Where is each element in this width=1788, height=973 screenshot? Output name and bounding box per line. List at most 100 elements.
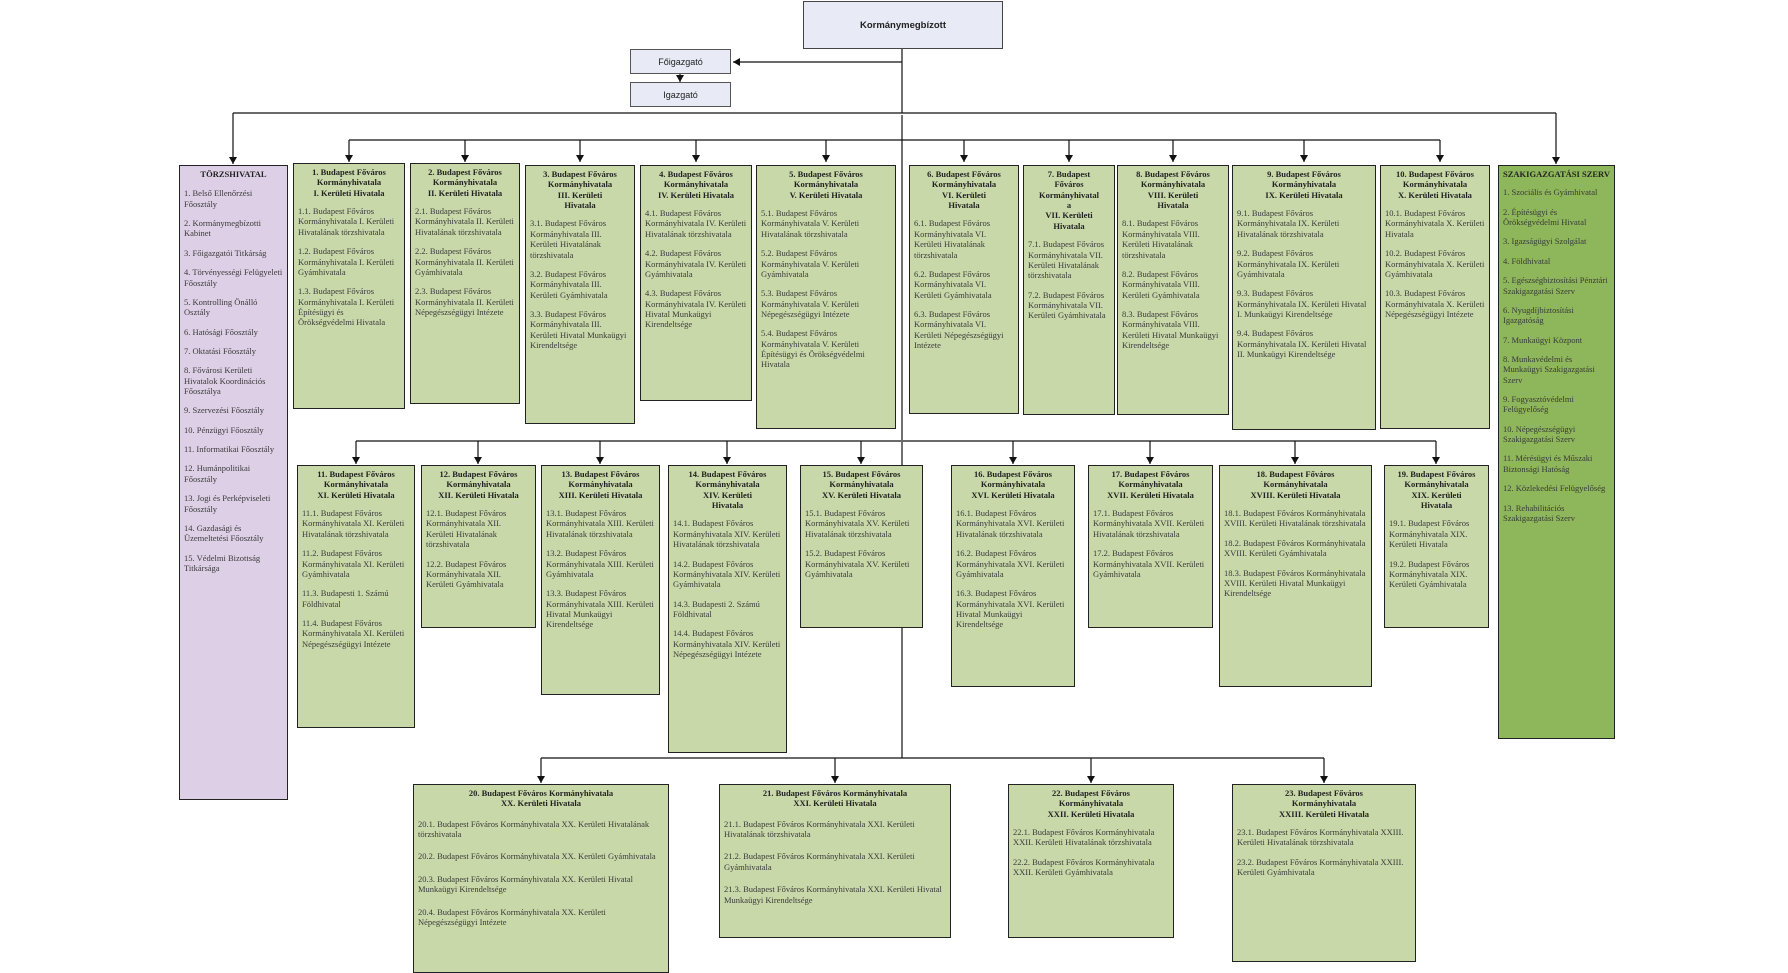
list-item: 21.3. Budapest Főváros Kormányhivatala X…: [724, 884, 942, 905]
szakigazgatasi-box[interactable]: SZAKIGAZGATÁSI SZERV 1. Szociális és Gyá…: [1498, 165, 1615, 739]
list-item: 9.4. Budapest Főváros Kormányhivatala IX…: [1237, 328, 1367, 360]
district-office-13[interactable]: 13. Budapest Főváros Kormányhivatala XII…: [541, 465, 660, 695]
list-item: 8. Fővárosi Kerületi Hivatalok Koordinác…: [184, 365, 266, 397]
list-item: 5. Egészségbiztosítási Pénztári Szakigaz…: [1503, 275, 1608, 296]
list-item: 12.1. Budapest Főváros Kormányhivatala X…: [426, 508, 507, 550]
list-item: 5.4. Budapest Főváros Kormányhivatala V.…: [761, 328, 865, 370]
district-office-2[interactable]: 2. Budapest Főváros Kormányhivatala II. …: [410, 163, 520, 404]
list-item: 11. Mérésügyi és Műszaki Biztonsági Ható…: [1503, 453, 1593, 474]
list-item: 14.1. Budapest Főváros Kormányhivatala X…: [673, 518, 781, 550]
district-office-14[interactable]: 14. Budapest Főváros Kormányhivatala XIV…: [668, 465, 787, 753]
director-general-box[interactable]: Főigazgató: [630, 49, 731, 74]
arrowhead-icon: [1320, 776, 1328, 783]
district-office-8[interactable]: 8. Budapest Főváros Kormányhivatala VIII…: [1117, 165, 1229, 415]
district-office-title: 9. Budapest Főváros Kormányhivatala IX. …: [1265, 169, 1343, 200]
list-item: 22.1. Budapest Főváros Kormányhivatala X…: [1013, 827, 1155, 848]
arrowhead-icon: [1169, 155, 1177, 162]
district-office-17[interactable]: 17. Budapest Főváros Kormányhivatala XVI…: [1088, 465, 1213, 628]
list-item: 14.3. Budapesti 2. Számú Földhivatal: [673, 598, 760, 619]
district-office-title: 21. Budapest Főváros Kormányhivatala XXI…: [762, 788, 908, 809]
list-item: 10.1. Budapest Főváros Kormányhivatala X…: [1385, 208, 1485, 239]
arrowhead-icon: [1146, 457, 1154, 464]
arrowhead-icon: [692, 155, 700, 162]
district-office-11[interactable]: 11. Budapest Főváros Kormányhivatala XI.…: [297, 465, 415, 728]
list-item: 20.3. Budapest Főváros Kormányhivatala X…: [418, 873, 634, 895]
district-office-title: 6. Budapest Főváros Kormányhivatala VI. …: [927, 169, 1001, 211]
district-office-20[interactable]: 20. Budapest Főváros Kormányhivatala XX.…: [413, 784, 669, 973]
arrowhead-icon: [1087, 776, 1095, 783]
list-item: 12. Közlekedési Felügyelőség: [1503, 483, 1606, 494]
director-general-label: Főigazgató: [658, 56, 703, 67]
list-item: 4. Földhivatal: [1503, 255, 1551, 266]
list-item: 19.1. Budapest Főváros Kormányhivatala X…: [1389, 518, 1470, 550]
arrowhead-icon: [229, 157, 237, 164]
district-office-9[interactable]: 9. Budapest Főváros Kormányhivatala IX. …: [1232, 165, 1376, 430]
district-office-21[interactable]: 21. Budapest Főváros Kormányhivatala XXI…: [719, 784, 951, 938]
district-office-7[interactable]: 7. Budapest Főváros Kormányhivatal a VII…: [1023, 165, 1115, 415]
district-office-19[interactable]: 19. Budapest Főváros Kormányhivatala XIX…: [1384, 465, 1489, 628]
list-item: 6.3. Budapest Főváros Kormányhivatala VI…: [914, 308, 1004, 351]
district-office-23[interactable]: 23. Budapest Főváros Kormányhivatala XXI…: [1232, 784, 1416, 962]
commissioner-box[interactable]: Kormánymegbízott: [803, 1, 1003, 49]
list-item: 15.1. Budapest Főváros Kormányhivatala X…: [805, 508, 910, 539]
district-office-title: 7. Budapest Főváros Kormányhivatal a VII…: [1039, 169, 1099, 231]
arrowhead-icon: [960, 155, 968, 162]
list-item: 9.1. Budapest Főváros Kormányhivatala IX…: [1237, 208, 1340, 239]
list-item: 5.3. Budapest Főváros Kormányhivatala V.…: [761, 288, 860, 319]
list-item: 11.4. Budapest Főváros Kormányhivatala X…: [302, 617, 405, 649]
district-office-15[interactable]: 15. Budapest Főváros Kormányhivatala XV.…: [800, 465, 923, 628]
list-item: 6.1. Budapest Főváros Kormányhivatala VI…: [914, 218, 991, 260]
district-office-title: 4. Budapest Főváros Kormányhivatala IV. …: [657, 169, 735, 200]
list-item: 10. Népegészségügyi Szakigazgatási Szerv: [1503, 423, 1576, 445]
torzshivatal-box[interactable]: TÖRZSHIVATAL 1. Belső Ellenőrzési Főoszt…: [179, 165, 288, 800]
district-office-18[interactable]: 18. Budapest Főváros Kormányhivatala XVI…: [1219, 465, 1372, 687]
director-box[interactable]: Igazgató: [630, 82, 731, 107]
list-item: 13.3. Budapest Főváros Kormányhivatala X…: [546, 588, 654, 630]
list-item: 13.1. Budapest Főváros Kormányhivatala X…: [546, 508, 654, 539]
list-item: 11. Informatikai Főosztály: [184, 444, 275, 455]
arrowhead-icon: [1300, 155, 1308, 162]
list-item: 4.1. Budapest Főváros Kormányhivatala IV…: [645, 208, 747, 239]
list-item: 13. Rehabilitációs Szakigazgatási Szerv: [1503, 502, 1575, 523]
district-office-16[interactable]: 16. Budapest Főváros Kormányhivatala XVI…: [951, 465, 1075, 687]
arrowhead-icon: [723, 457, 731, 464]
district-office-6[interactable]: 6. Budapest Főváros Kormányhivatala VI. …: [909, 165, 1019, 414]
list-item: 23.2. Budapest Főváros Kormányhivatala X…: [1237, 856, 1404, 878]
district-office-12[interactable]: 12. Budapest Főváros Kormányhivatala XII…: [421, 465, 536, 628]
district-office-4[interactable]: 4. Budapest Főváros Kormányhivatala IV. …: [640, 165, 752, 401]
list-item: 9.3. Budapest Főváros Kormányhivatala IX…: [1237, 288, 1367, 319]
district-office-22[interactable]: 22. Budapest Főváros Kormányhivatala XXI…: [1008, 784, 1174, 938]
district-office-3[interactable]: 3. Budapest Főváros Kormányhivatala III.…: [525, 165, 635, 424]
list-item: 14.2. Budapest Főváros Kormányhivatala X…: [673, 558, 781, 590]
district-office-title: 17. Budapest Főváros Kormányhivatala XVI…: [1107, 469, 1194, 500]
arrowhead-icon: [1291, 457, 1299, 464]
list-item: 1.2. Budapest Főváros Kormányhivatala I.…: [298, 246, 395, 277]
list-item: 2.2. Budapest Főváros Kormányhivatala II…: [415, 246, 514, 277]
arrowhead-icon: [1009, 457, 1017, 464]
district-office-title: 16. Budapest Főváros Kormányhivatala XVI…: [971, 469, 1055, 500]
list-item: 18.1. Budapest Főváros Kormányhivatala X…: [1224, 508, 1366, 529]
district-office-5[interactable]: 5. Budapest Főváros Kormányhivatala V. K…: [756, 165, 896, 429]
list-item: 11.1. Budapest Főváros Kormányhivatala X…: [302, 508, 405, 539]
list-item: 16.2. Budapest Főváros Kormányhivatala X…: [956, 548, 1065, 579]
district-office-title: 12. Budapest Főváros Kormányhivatala XII…: [438, 469, 519, 500]
list-item: 8.1. Budapest Főváros Kormányhivatala VI…: [1122, 218, 1200, 260]
list-item: 11.2. Budapest Főváros Kormányhivatala X…: [302, 548, 405, 579]
district-office-1[interactable]: 1. Budapest Főváros Kormányhivatala I. K…: [293, 163, 405, 409]
list-item: 6. Hatósági Főosztály: [184, 326, 258, 337]
district-office-title: 15. Budapest Főváros Kormányhivatala XV.…: [822, 469, 901, 500]
arrowhead-icon: [352, 457, 360, 464]
arrowhead-icon: [857, 457, 865, 464]
arrowhead-icon: [474, 457, 482, 464]
district-office-10[interactable]: 10. Budapest Főváros Kormányhivatala X. …: [1380, 165, 1490, 429]
district-office-title: 11. Budapest Főváros Kormányhivatala XI.…: [317, 469, 395, 500]
arrowhead-icon: [733, 58, 740, 66]
list-item: 14. Gazdasági és Üzemeltetési Főosztály: [184, 522, 264, 544]
list-item: 16.1. Budapest Főváros Kormányhivatala X…: [956, 508, 1065, 539]
list-item: 2. Építésügyi és Örökségvédelmi Hivatal: [1503, 206, 1587, 228]
list-item: 2.3. Budapest Főváros Kormányhivatala II…: [415, 286, 514, 317]
list-item: 22.2. Budapest Főváros Kormányhivatala X…: [1013, 856, 1155, 878]
